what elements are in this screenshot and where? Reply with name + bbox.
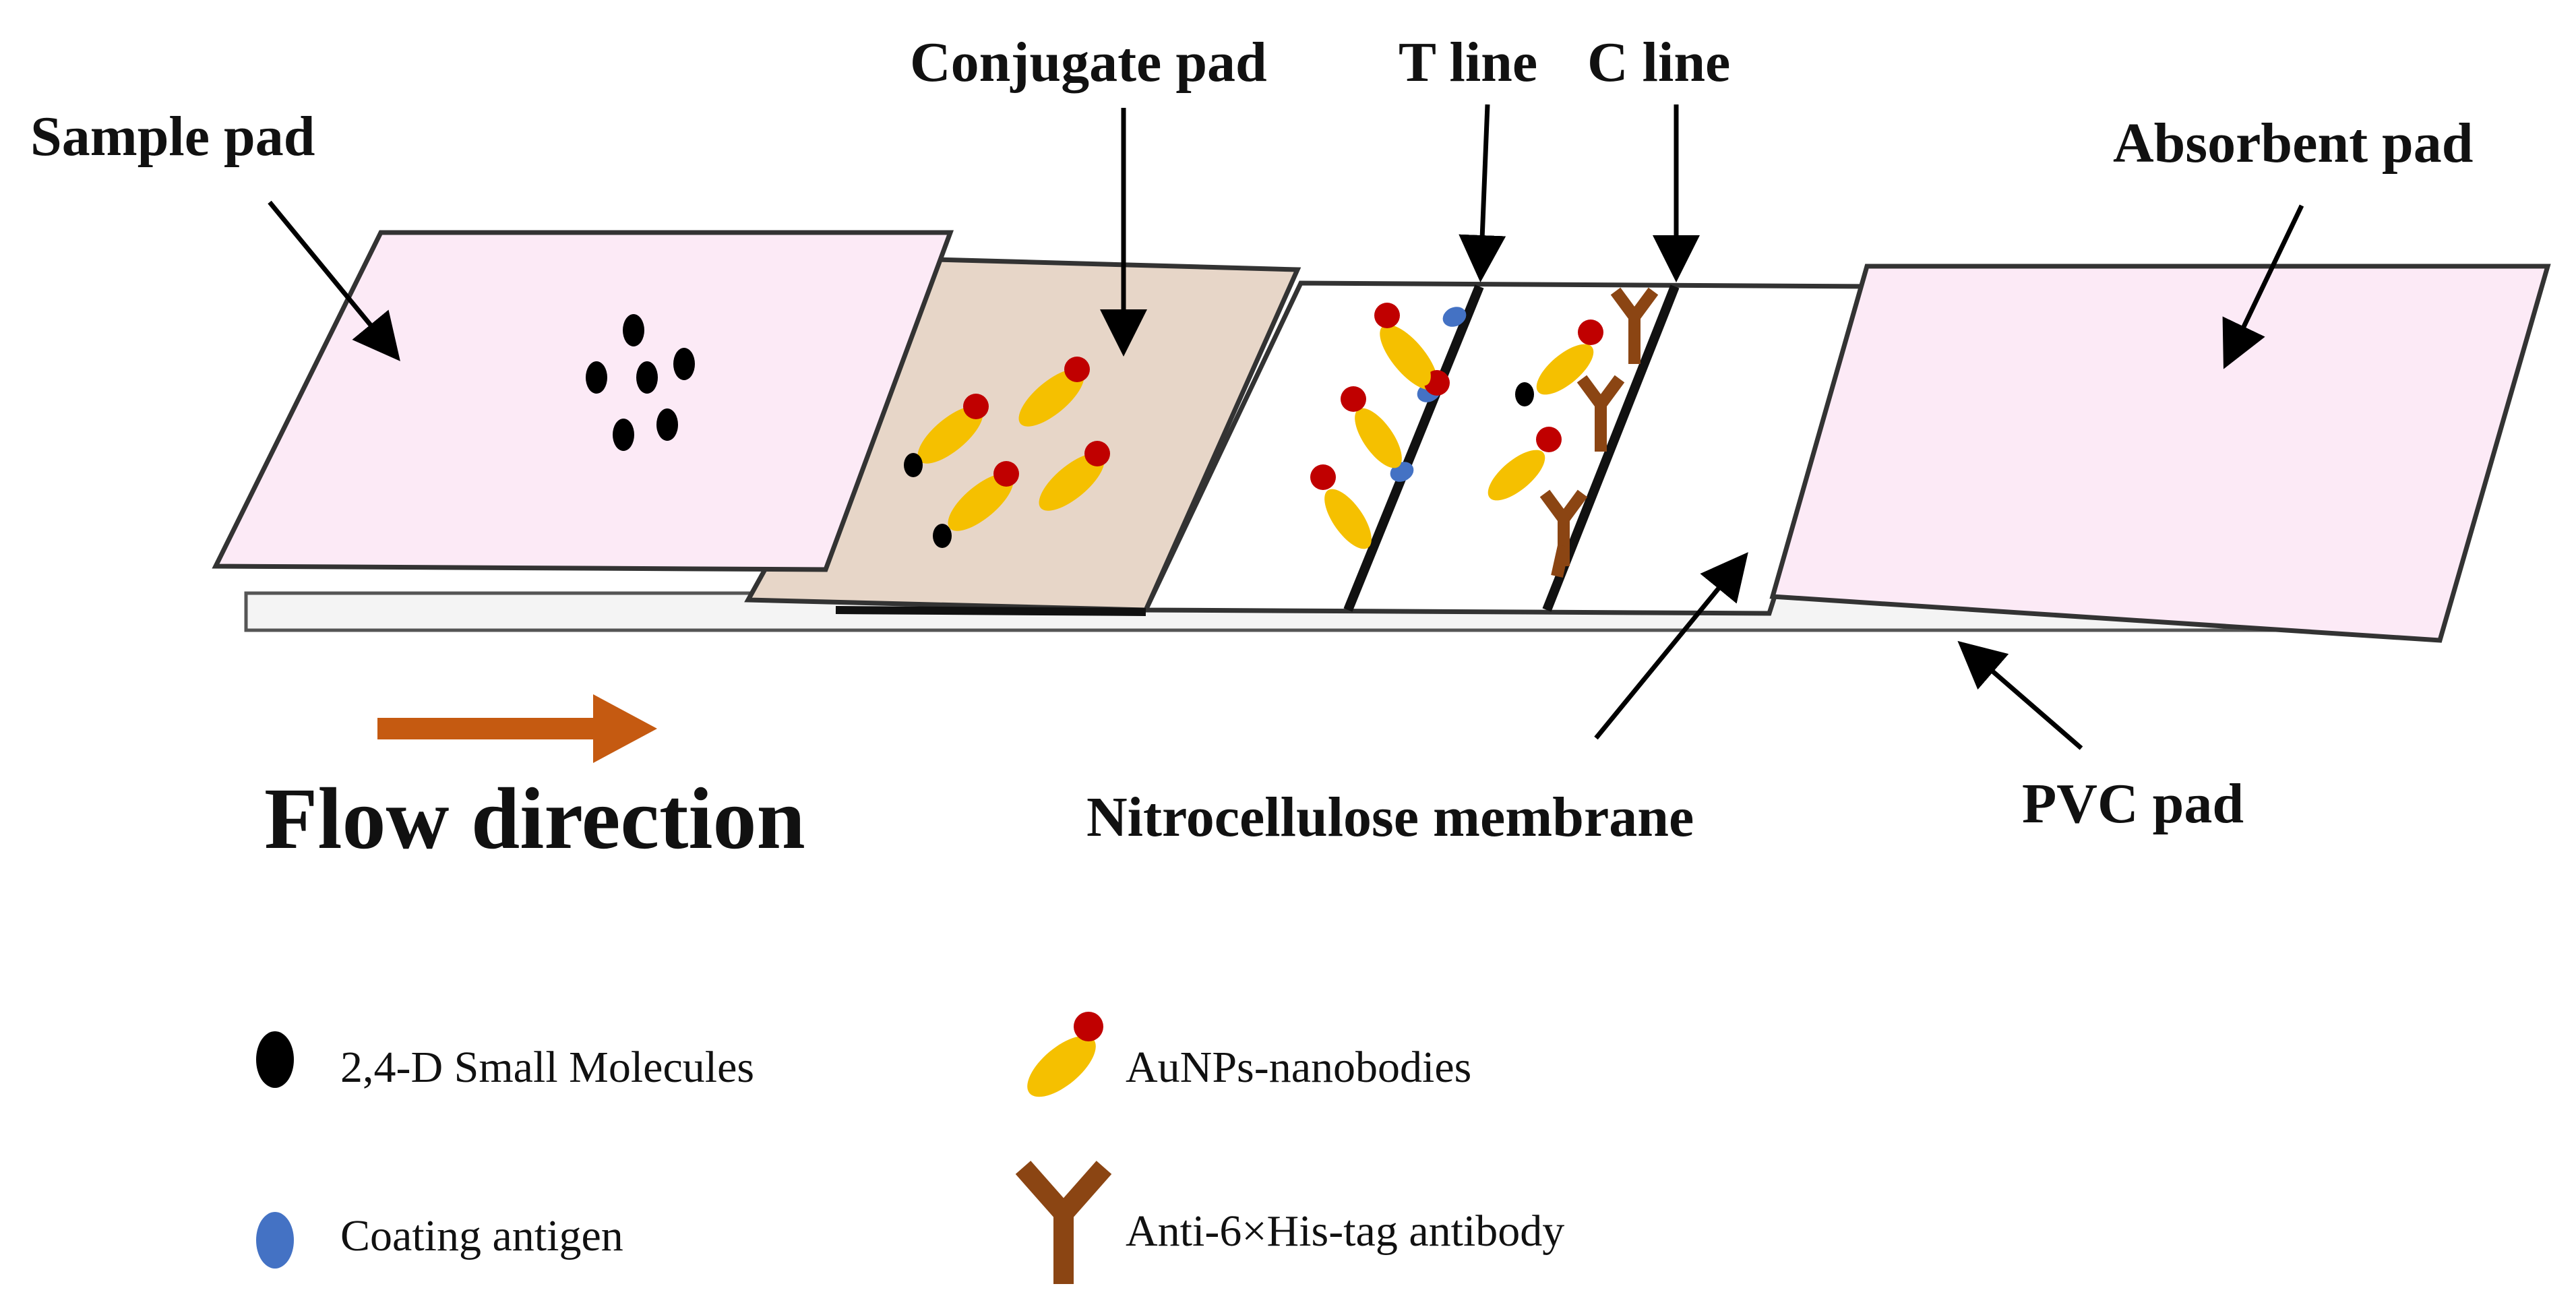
c-line-antibodies bbox=[1545, 291, 1653, 578]
legend-coating-antigen: Coating antigen bbox=[340, 1211, 623, 1260]
legend-aunps-nanobodies: AuNPs-nanobodies bbox=[1126, 1043, 1471, 1092]
legend-small-molecules: 2,4-D Small Molecules bbox=[340, 1043, 754, 1092]
small-molecule-legend-icon bbox=[256, 1031, 294, 1088]
nanobody-legend-icon bbox=[1027, 1012, 1103, 1097]
nitrocellulose-membrane bbox=[1142, 280, 1877, 616]
conjugate-nanobodies bbox=[904, 357, 1113, 548]
t-line-label: T line bbox=[1399, 31, 1537, 94]
antibody-legend-icon bbox=[1015, 1161, 1112, 1284]
sample-pad bbox=[212, 230, 954, 572]
flow-direction-label: Flow direction bbox=[264, 770, 805, 867]
legend-anti-his-antibody: Anti-6×His-tag antibody bbox=[1126, 1207, 1564, 1256]
absorbent-pad-label: Absorbent pad bbox=[2113, 112, 2473, 175]
legend: 2,4-D Small Molecules AuNPs-nanobodies C… bbox=[256, 1012, 1564, 1284]
coating-antigen-legend-icon bbox=[256, 1212, 294, 1269]
nitrocellulose-membrane-label: Nitrocellulose membrane bbox=[1086, 786, 1694, 849]
t-line bbox=[1343, 284, 1484, 612]
conjugate-pad-label: Conjugate pad bbox=[910, 31, 1267, 94]
pvc-pad-label: PVC pad bbox=[2022, 772, 2244, 835]
absorbent-pad bbox=[1769, 264, 2551, 643]
flow-direction-arrow bbox=[377, 694, 657, 763]
conjugate-pad-edge bbox=[835, 606, 1146, 616]
c-line-nanobodies bbox=[1488, 319, 1603, 501]
sample-pad-label: Sample pad bbox=[30, 105, 315, 168]
c-line-label: C line bbox=[1587, 31, 1730, 94]
callout-arrows bbox=[268, 104, 2304, 750]
t-line-nanobodies-2 bbox=[1310, 303, 1431, 549]
